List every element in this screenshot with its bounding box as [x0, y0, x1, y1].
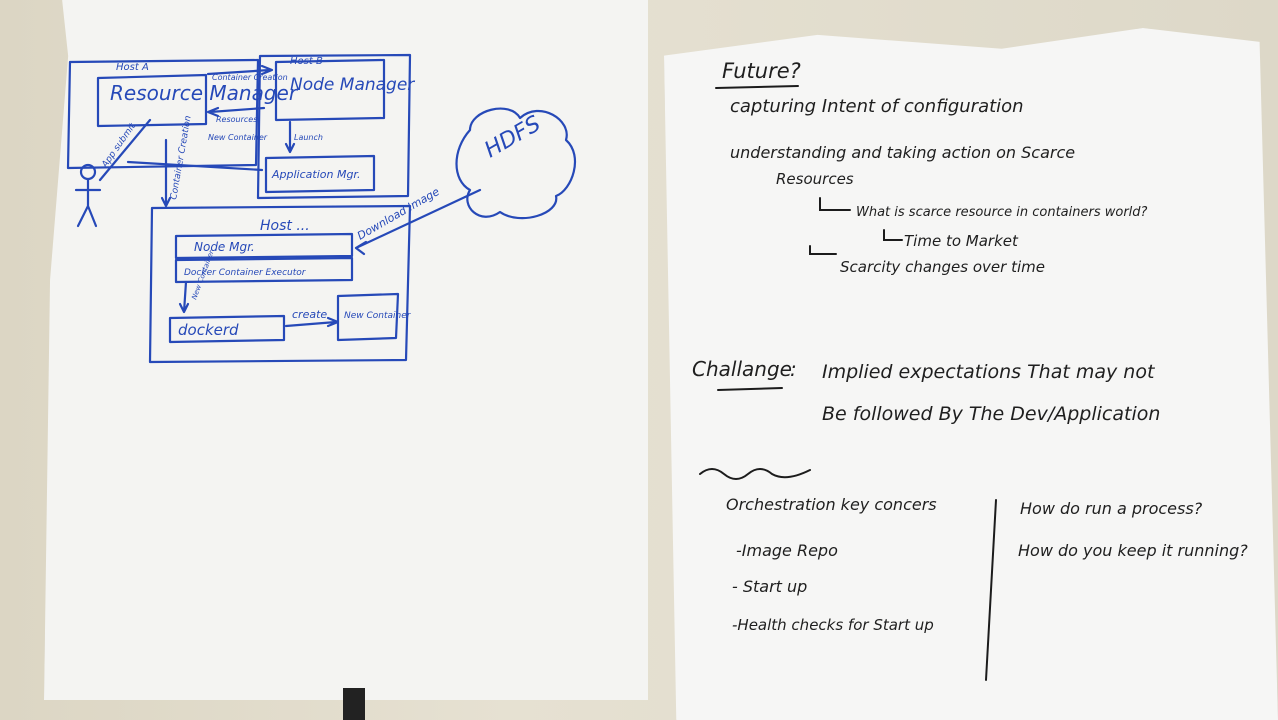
- challenge-text-2: Be followed By The Dev/Application: [822, 403, 1160, 425]
- container-creation-label: Container Creation: [212, 73, 288, 82]
- note-line-2: understanding and taking action on Scarc…: [730, 143, 1075, 162]
- note-line-1: capturing Intent of configuration: [730, 96, 1024, 117]
- orchestration-item-2: - Start up: [732, 577, 807, 596]
- node-mgr-label: Node Mgr.: [194, 240, 255, 254]
- right-flipchart-sheet: [664, 28, 1278, 720]
- note-line-5: Scarcity changes over time: [840, 258, 1045, 276]
- arrow-app-submit: [98, 118, 152, 182]
- host-b-box: [256, 53, 412, 200]
- challenge-text-1: Implied expectations That may not: [822, 361, 1156, 383]
- branch-arrow-2: [883, 229, 903, 241]
- user-stick-figure: [74, 163, 102, 228]
- application-mgr-box: [264, 154, 376, 194]
- node-mgr-box: [174, 232, 354, 260]
- note-line-2b: Resources: [776, 170, 854, 188]
- orchestration-item-3: -Health checks for Start up: [732, 616, 934, 634]
- launch-label: Launch: [294, 133, 323, 142]
- new-container-box-label: New Container: [344, 311, 412, 321]
- hdfs-cloud: [455, 107, 577, 220]
- challenge-heading: Challange: [692, 357, 792, 381]
- new-container-label: New Container: [208, 133, 268, 142]
- note-line-3: What is scarce resource in containers wo…: [856, 205, 1148, 220]
- arrow-download-image: [354, 188, 482, 256]
- binder-clip: [343, 688, 365, 720]
- orchestration-heading: Orchestration key concers: [726, 495, 937, 514]
- host-a-label: Host A: [116, 62, 149, 73]
- squiggle: [699, 468, 811, 480]
- docker-executor-label: Docker Container Executor: [184, 268, 307, 278]
- arrow-resources: [206, 106, 266, 118]
- application-mgr-label: Application Mgr.: [271, 168, 360, 181]
- orchestration-item-1: -Image Repo: [736, 541, 838, 560]
- divider-line: [985, 499, 997, 681]
- node-manager-box: [274, 58, 386, 122]
- node-manager-label: Node Manager: [290, 75, 415, 95]
- create-label: create: [292, 308, 327, 321]
- challenge-underline: [717, 387, 783, 391]
- question-1: How do run a process?: [1020, 499, 1203, 518]
- branch-arrow-3: [809, 245, 837, 255]
- arrow-launch: [284, 120, 296, 154]
- docker-executor-box: [174, 256, 354, 284]
- challenge-colon: :: [790, 357, 797, 381]
- future-underline: [715, 85, 799, 89]
- dockerd-box: [168, 314, 286, 344]
- dockerd-label: dockerd: [178, 321, 239, 339]
- resource-manager-label: Resource Manager: [110, 81, 299, 105]
- arrow-new-container: [178, 280, 190, 314]
- host-dots-label: Host ...: [260, 218, 310, 234]
- resources-label: Resources: [216, 115, 257, 124]
- host-a-box: [66, 58, 260, 170]
- new-container-box: [336, 292, 400, 342]
- left-flipchart-sheet: [44, 0, 648, 700]
- question-2: How do you keep it running?: [1018, 541, 1248, 560]
- line-to-application-mgr: [126, 160, 264, 172]
- resource-manager-box: [96, 73, 208, 128]
- note-line-4: Time to Market: [904, 232, 1019, 250]
- host-dots-box: [148, 204, 412, 364]
- future-heading: Future?: [722, 59, 801, 83]
- branch-arrow-1: [819, 197, 851, 211]
- arrow-container-creation-2: [160, 138, 172, 208]
- arrow-container-creation: [206, 64, 274, 76]
